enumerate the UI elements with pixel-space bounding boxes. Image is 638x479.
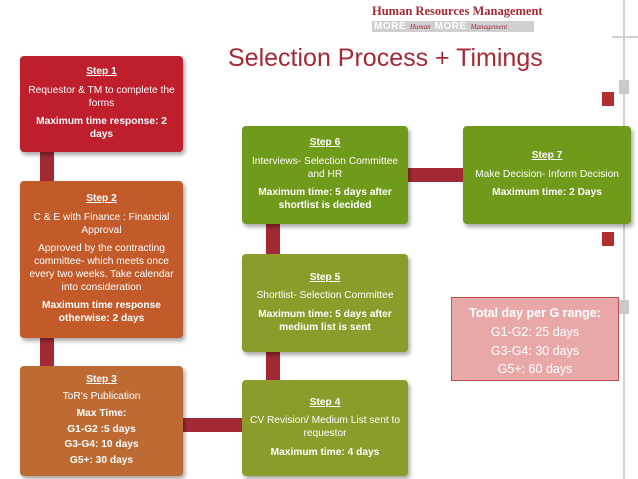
step-description: Requestor & TM to complete the forms xyxy=(28,84,175,109)
connector-step3-step4 xyxy=(182,418,242,432)
brand-title: Human Resources Management xyxy=(372,4,543,18)
step-7-box: Step 7 Make Decision- Inform Decision Ma… xyxy=(463,126,631,224)
step-label: Step 5 xyxy=(309,271,341,283)
step-max-time: Maximum time: 2 Days xyxy=(492,187,602,199)
step-label: Step 4 xyxy=(309,396,341,408)
step-description: Make Decision- Inform Decision xyxy=(475,168,619,180)
summary-g3-g4: G3-G4: 30 days xyxy=(490,343,580,358)
step-1-box: Step 1 Requestor & TM to complete the fo… xyxy=(20,56,183,152)
decorative-segment xyxy=(619,80,629,94)
decorative-red-block xyxy=(602,92,614,106)
step-max-time: Maximum time response otherwise: 2 days xyxy=(42,300,161,325)
step-label: Step 6 xyxy=(309,137,341,149)
step-max-time: Maximum time: 5 days after shortlist is … xyxy=(258,187,392,212)
step-description: Shortlist- Selection Committee xyxy=(256,290,394,302)
step-description-detail: Approved by the contracting committee- w… xyxy=(29,243,174,293)
step-time-g5: G5+: 30 days xyxy=(69,455,134,466)
summary-g1-g2: G1-G2: 25 days xyxy=(490,324,580,339)
connector-step5-step6 xyxy=(266,224,280,254)
step-time-g3-g4: G3-G4: 10 days xyxy=(64,439,139,451)
step-label: Step 3 xyxy=(86,374,117,386)
decorative-red-block xyxy=(602,232,614,246)
step-description: ToR's Publication xyxy=(62,391,141,402)
summary-title: Total day per G range: xyxy=(469,306,601,320)
brand-more-1: MORE xyxy=(374,21,406,32)
step-max-time: Max Time: xyxy=(76,407,127,419)
total-days-summary: Total day per G range: G1-G2: 25 days G3… xyxy=(451,297,619,381)
step-2-box: Step 2 C & E with Finance : Financial Ap… xyxy=(20,181,183,338)
brand-more-2: MORE xyxy=(434,21,467,32)
step-description: CV Revision/ Medium List sent to request… xyxy=(249,415,401,439)
brand-tagline: MORE Human MORE Management xyxy=(372,21,534,32)
step-6-box: Step 6 Interviews- Selection Committee a… xyxy=(242,126,408,224)
step-description: Interviews- Selection Committee and HR xyxy=(251,155,399,180)
step-4-box: Step 4 CV Revision/ Medium List sent to … xyxy=(242,380,408,476)
decorative-line-top xyxy=(612,36,638,38)
decorative-line xyxy=(623,0,625,479)
step-3-box: Step 3 ToR's Publication Max Time: G1-G2… xyxy=(20,366,183,476)
step-max-time: Maximum time response: 2 days xyxy=(36,116,167,141)
step-max-time: Maximum time: 5 days after medium list i… xyxy=(258,309,392,333)
step-label: Step 7 xyxy=(531,149,563,161)
brand-management: Management xyxy=(470,22,508,31)
step-5-box: Step 5 Shortlist- Selection Committee Ma… xyxy=(242,254,408,352)
connector-step1-step2 xyxy=(40,152,54,182)
step-description: C & E with Finance : Financial Approval xyxy=(33,211,170,236)
brand-human: Human xyxy=(410,22,431,31)
brand-logo: Human Resources Management MORE Human MO… xyxy=(372,4,582,32)
connector-step6-step7 xyxy=(407,168,463,182)
step-max-time: Maximum time: 4 days xyxy=(270,446,380,458)
connector-step2-step3 xyxy=(40,338,54,368)
decorative-segment xyxy=(619,300,629,314)
step-label: Step 1 xyxy=(86,66,117,78)
connector-step4-step5 xyxy=(266,352,280,382)
step-label: Step 2 xyxy=(86,193,117,205)
page-title: Selection Process + Timings xyxy=(228,44,543,72)
step-time-g1-g2: G1-G2 :5 days xyxy=(67,423,136,435)
summary-g5: G5+: 60 days xyxy=(497,362,573,377)
